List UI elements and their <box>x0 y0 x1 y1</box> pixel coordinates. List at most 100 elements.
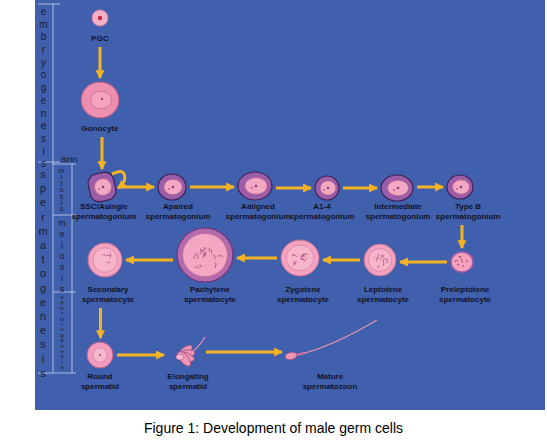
cell-label-group: Aaligned spermatogonium <box>224 202 292 222</box>
flow-arrow <box>112 172 125 188</box>
chromosome-strand <box>107 262 111 264</box>
chromosome-strand <box>386 260 388 264</box>
cell-nucleolus <box>460 186 463 189</box>
cell-label: Pachytene spermatocyte <box>176 285 244 305</box>
sperm-tail <box>297 320 377 355</box>
cell-nucleolus <box>397 187 400 190</box>
cell-body <box>238 172 272 200</box>
flow-arrow <box>237 257 277 260</box>
stage-label: spermatogenesis <box>37 168 48 381</box>
chromatin-dot <box>466 260 468 262</box>
cell-nucleus <box>183 233 228 276</box>
cell-illustration <box>380 174 414 202</box>
cell-illustration <box>80 81 120 119</box>
chromosome-strand <box>213 255 215 259</box>
germ-cell: Aaligned spermatogonium <box>237 171 273 201</box>
cell-label: PGC <box>70 34 130 44</box>
chromosome-strand <box>301 256 304 257</box>
flow-arrow <box>101 137 104 169</box>
cell-label: Aaligned spermatogonium <box>224 202 292 222</box>
cell-nucleus <box>245 178 267 195</box>
cell-nucleolus <box>98 16 102 20</box>
germ-cell: PGC <box>91 9 109 27</box>
cell-illustration <box>91 9 109 27</box>
cell-illustration <box>363 243 397 277</box>
cell-nucleolus <box>99 354 101 356</box>
germ-cell: A1-4 spermatogonium <box>314 175 340 201</box>
cell-nucleolus <box>101 98 103 100</box>
cell-nucleus <box>320 181 336 195</box>
sperm-midpiece <box>296 353 305 355</box>
cell-nucleolus <box>102 186 105 189</box>
cell-label: A1-4 spermatogonium <box>288 202 356 222</box>
cell-label: Type B spermatogonium <box>434 202 502 222</box>
cell-label-group: Intermediate spermatogonium <box>364 202 432 222</box>
chromosome-strand <box>208 248 209 252</box>
chromosome-strand <box>203 252 206 257</box>
cell-body <box>88 243 122 277</box>
cell-label-group: Type B spermatogonium <box>434 202 502 222</box>
cell-nucleolus <box>456 188 458 190</box>
cell-nucleolus <box>327 187 330 190</box>
chromosome-strand <box>383 260 384 266</box>
cell-label-group: SSC/Asingle spermatogonium <box>70 202 138 222</box>
chromatin-dot <box>460 256 462 258</box>
germ-cell: Apaired spermatogonium <box>157 173 187 201</box>
cell-label-group: Elongating spermatid <box>159 372 217 392</box>
cell-illustration <box>176 227 234 283</box>
cell-body <box>86 171 117 204</box>
cell-body <box>381 175 413 201</box>
cell-body <box>281 240 319 276</box>
chromosome-strand <box>293 262 297 263</box>
chromosome-strand <box>109 253 111 259</box>
cell-illustration <box>450 251 474 273</box>
cell-label-group: Preleptotene spermatocyte <box>431 285 499 305</box>
chromatin-dot <box>461 261 463 263</box>
cell-nucleolus <box>323 189 325 191</box>
chromatin-dot <box>457 264 459 266</box>
cell-label: Round spermatid <box>71 372 129 392</box>
cell-illustration <box>88 172 116 202</box>
cell-label: Gonocyte <box>70 124 130 134</box>
flow-arrow <box>400 261 447 264</box>
cell-label: Apaired spermatogonium <box>144 202 212 222</box>
figure-caption: Figure 1: Development of male germ cells <box>0 419 547 437</box>
timepoint-label: Birth <box>61 156 77 164</box>
chromosome-strand <box>195 254 197 256</box>
chromosome-strand <box>300 255 305 257</box>
cell-nucleus <box>368 248 391 271</box>
chromosome-strand <box>218 256 223 257</box>
chromatin-dot <box>461 259 463 261</box>
cell-illustration <box>314 175 340 201</box>
cell-label: Intermediate spermatogonium <box>364 202 432 222</box>
cell-label-group: Gonocyte <box>70 124 130 134</box>
germ-cell: Intermediate spermatogonium <box>380 174 414 202</box>
chromosome-strand <box>380 255 383 260</box>
cell-nucleolus <box>172 186 175 189</box>
cell-body <box>81 82 119 118</box>
cell-body <box>158 174 186 200</box>
cell-label-group: PGC <box>70 34 130 44</box>
germ-cell: Mature spermatozoon <box>285 332 351 364</box>
germ-cell: SSC/Asingle spermatogonium <box>88 172 116 202</box>
flow-arrow <box>190 186 234 189</box>
stage-label: meiosis <box>57 218 66 295</box>
chromosome-strand <box>373 257 375 259</box>
chromosome-strand <box>304 258 307 261</box>
cell-nucleus <box>286 245 313 271</box>
flow-arrow <box>126 259 173 262</box>
flow-arrow <box>461 225 464 248</box>
chromosome-strand <box>103 254 106 255</box>
cell-illustration <box>167 340 203 370</box>
spermatid-tail <box>191 337 205 353</box>
cell-body <box>92 10 108 26</box>
cell-body <box>364 244 396 276</box>
chromosome-strand <box>199 265 201 268</box>
chromosome-strand <box>106 255 111 257</box>
cell-label: Leptotene spermatocyte <box>349 285 417 305</box>
chromatin-dot <box>459 256 461 258</box>
flow-arrow <box>323 259 360 262</box>
cell-illustration <box>285 332 351 364</box>
spermatid-lobe <box>175 349 193 368</box>
cell-label-group: A1-4 spermatogonium <box>288 202 356 222</box>
